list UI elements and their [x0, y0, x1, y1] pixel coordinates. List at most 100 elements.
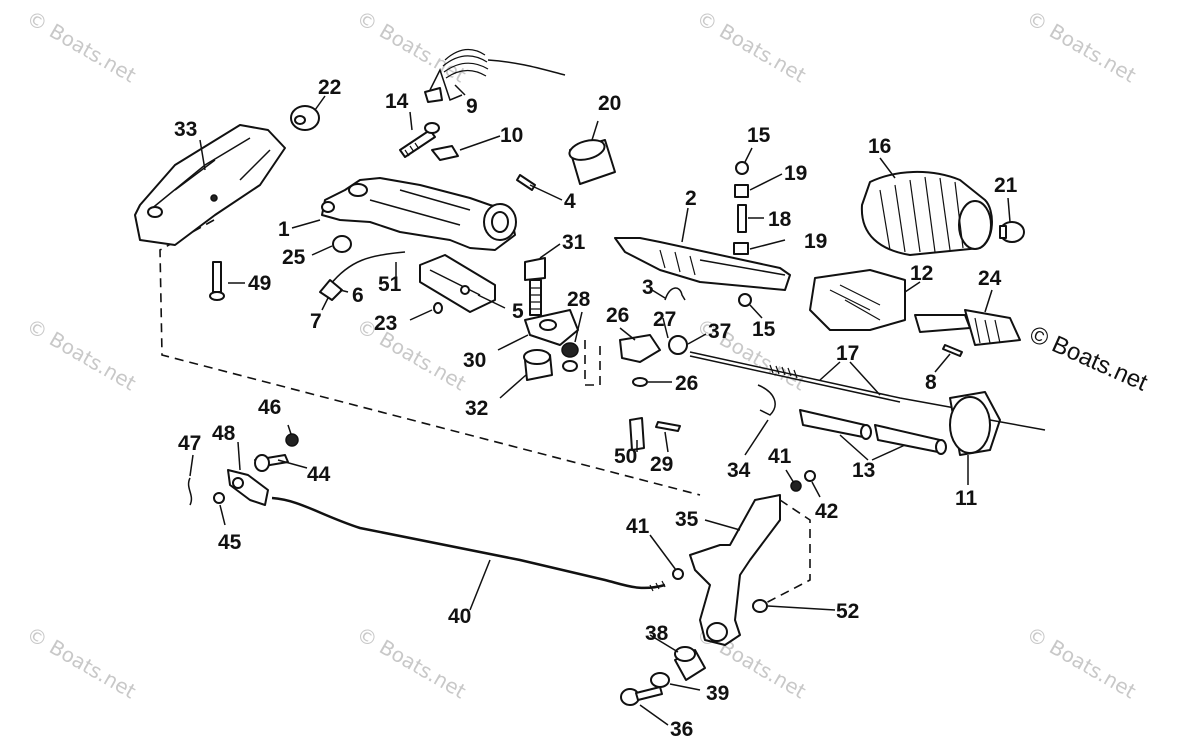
part-10-clip: [431, 145, 459, 161]
part-13-tubes: [799, 409, 947, 455]
watermark-brand: © Boats.net: [1026, 321, 1152, 397]
callout-47: 47: [178, 432, 201, 455]
callout-19: 19: [804, 230, 827, 253]
part-1-arm: [321, 177, 517, 251]
callout-3: 3: [642, 276, 654, 299]
callout-22: 22: [318, 76, 341, 99]
callout-11: 11: [955, 487, 978, 510]
part-22-nut: [290, 105, 320, 131]
callout-13: 13: [852, 459, 875, 482]
part-33-bracket: [134, 124, 286, 246]
callout-41: 41: [626, 515, 650, 538]
assembly-dash-line: [584, 340, 601, 386]
part-49-bolt: [209, 261, 225, 301]
callouts: 1 2 3 4 5 6 7 8 9 10 11 12 13 14 15 15 1…: [174, 76, 1018, 741]
callout-15: 15: [747, 124, 771, 147]
part-41-nut: [790, 480, 802, 492]
part-46-nut: [285, 433, 299, 447]
part-39-washer: [650, 672, 670, 688]
part-17-cable: [689, 351, 956, 409]
callout-48: 48: [212, 422, 236, 445]
part-36-bolt: [620, 686, 663, 706]
part-15b-bushing: [738, 293, 752, 307]
part-21-cap: [999, 221, 1025, 243]
leader-lines: [189, 84, 1011, 726]
callout-6: 6: [352, 284, 364, 307]
callout-8: 8: [925, 371, 937, 394]
watermark: © Boats.net: [23, 622, 141, 704]
part-48-hole: [232, 477, 244, 489]
callout-15: 15: [752, 318, 776, 341]
watermark: © Boats.net: [1023, 6, 1141, 88]
part-40-rod: [271, 496, 666, 592]
callout-24: 24: [978, 267, 1002, 290]
callout-10: 10: [500, 124, 523, 147]
callout-44: 44: [307, 463, 331, 486]
part-29-pin: [655, 421, 681, 432]
callout-38: 38: [645, 622, 669, 645]
callout-17: 17: [836, 342, 859, 365]
callout-25: 25: [282, 246, 306, 269]
part-31-bolt: [524, 257, 546, 316]
watermark: © Boats.net: [353, 6, 471, 88]
part-20-bushing: [568, 139, 616, 185]
callout-31: 31: [562, 231, 586, 254]
callout-33: 33: [174, 118, 197, 141]
part-52-washer: [752, 599, 768, 613]
part-26-washer: [562, 360, 578, 372]
callout-5: 5: [512, 300, 524, 323]
callout-14: 14: [385, 90, 409, 113]
callout-27: 27: [653, 308, 676, 331]
callout-37: 37: [708, 320, 731, 343]
callout-2: 2: [685, 187, 697, 210]
watermark: © Boats.net: [353, 314, 471, 396]
part-34-clip: [757, 384, 776, 416]
callout-29: 29: [650, 453, 673, 476]
callout-50: 50: [614, 445, 637, 468]
part-25-bushing: [332, 235, 352, 253]
callout-16: 16: [868, 135, 891, 158]
part-19-cap: [734, 184, 749, 198]
callout-1: 1: [278, 218, 290, 241]
part-5-switch: [419, 254, 496, 313]
watermark-layer: © Boats.net © Boats.net © Boats.net © Bo…: [23, 6, 1152, 704]
part-28-nut: [561, 342, 579, 358]
part-3-spring: [664, 287, 686, 301]
part-27-block: [619, 334, 661, 363]
part-41b-nut: [672, 568, 684, 580]
part-48-socket: [227, 469, 269, 506]
callout-46: 46: [258, 396, 281, 419]
part-30-hole: [539, 319, 557, 331]
callout-34: 34: [727, 459, 751, 482]
callout-39: 39: [706, 682, 729, 705]
watermark: © Boats.net: [1023, 622, 1141, 704]
part-44-ball-joint: [254, 454, 289, 472]
watermark: © Boats.net: [23, 6, 141, 88]
callout-36: 36: [670, 718, 693, 741]
part-35-lever: [689, 494, 781, 646]
part-47-clip: [187, 477, 193, 506]
part-12-grip-insert: [809, 269, 906, 331]
watermark: © Boats.net: [23, 314, 141, 396]
callout-30: 30: [463, 349, 486, 372]
callout-26: 26: [675, 372, 698, 395]
callout-28: 28: [567, 288, 591, 311]
part-8-pin: [942, 344, 963, 357]
part-11-drum: [949, 391, 1046, 456]
part-38-spacer: [674, 646, 706, 681]
part-9-spring: [424, 49, 566, 103]
part-51-wire: [329, 251, 406, 286]
part-32-spacer: [523, 349, 553, 381]
callout-9: 9: [466, 95, 478, 118]
part-42-washer: [804, 470, 816, 482]
callout-45: 45: [218, 531, 242, 554]
callout-49: 49: [248, 272, 271, 295]
part-15-bushing: [735, 161, 749, 175]
part-45-washer: [213, 492, 225, 504]
part-2-shaft: [614, 237, 791, 291]
part-14-screw: [399, 122, 440, 158]
callout-7: 7: [310, 310, 322, 333]
callout-26: 26: [606, 304, 629, 327]
part-23-screw: [433, 302, 443, 314]
watermark: © Boats.net: [353, 622, 471, 704]
